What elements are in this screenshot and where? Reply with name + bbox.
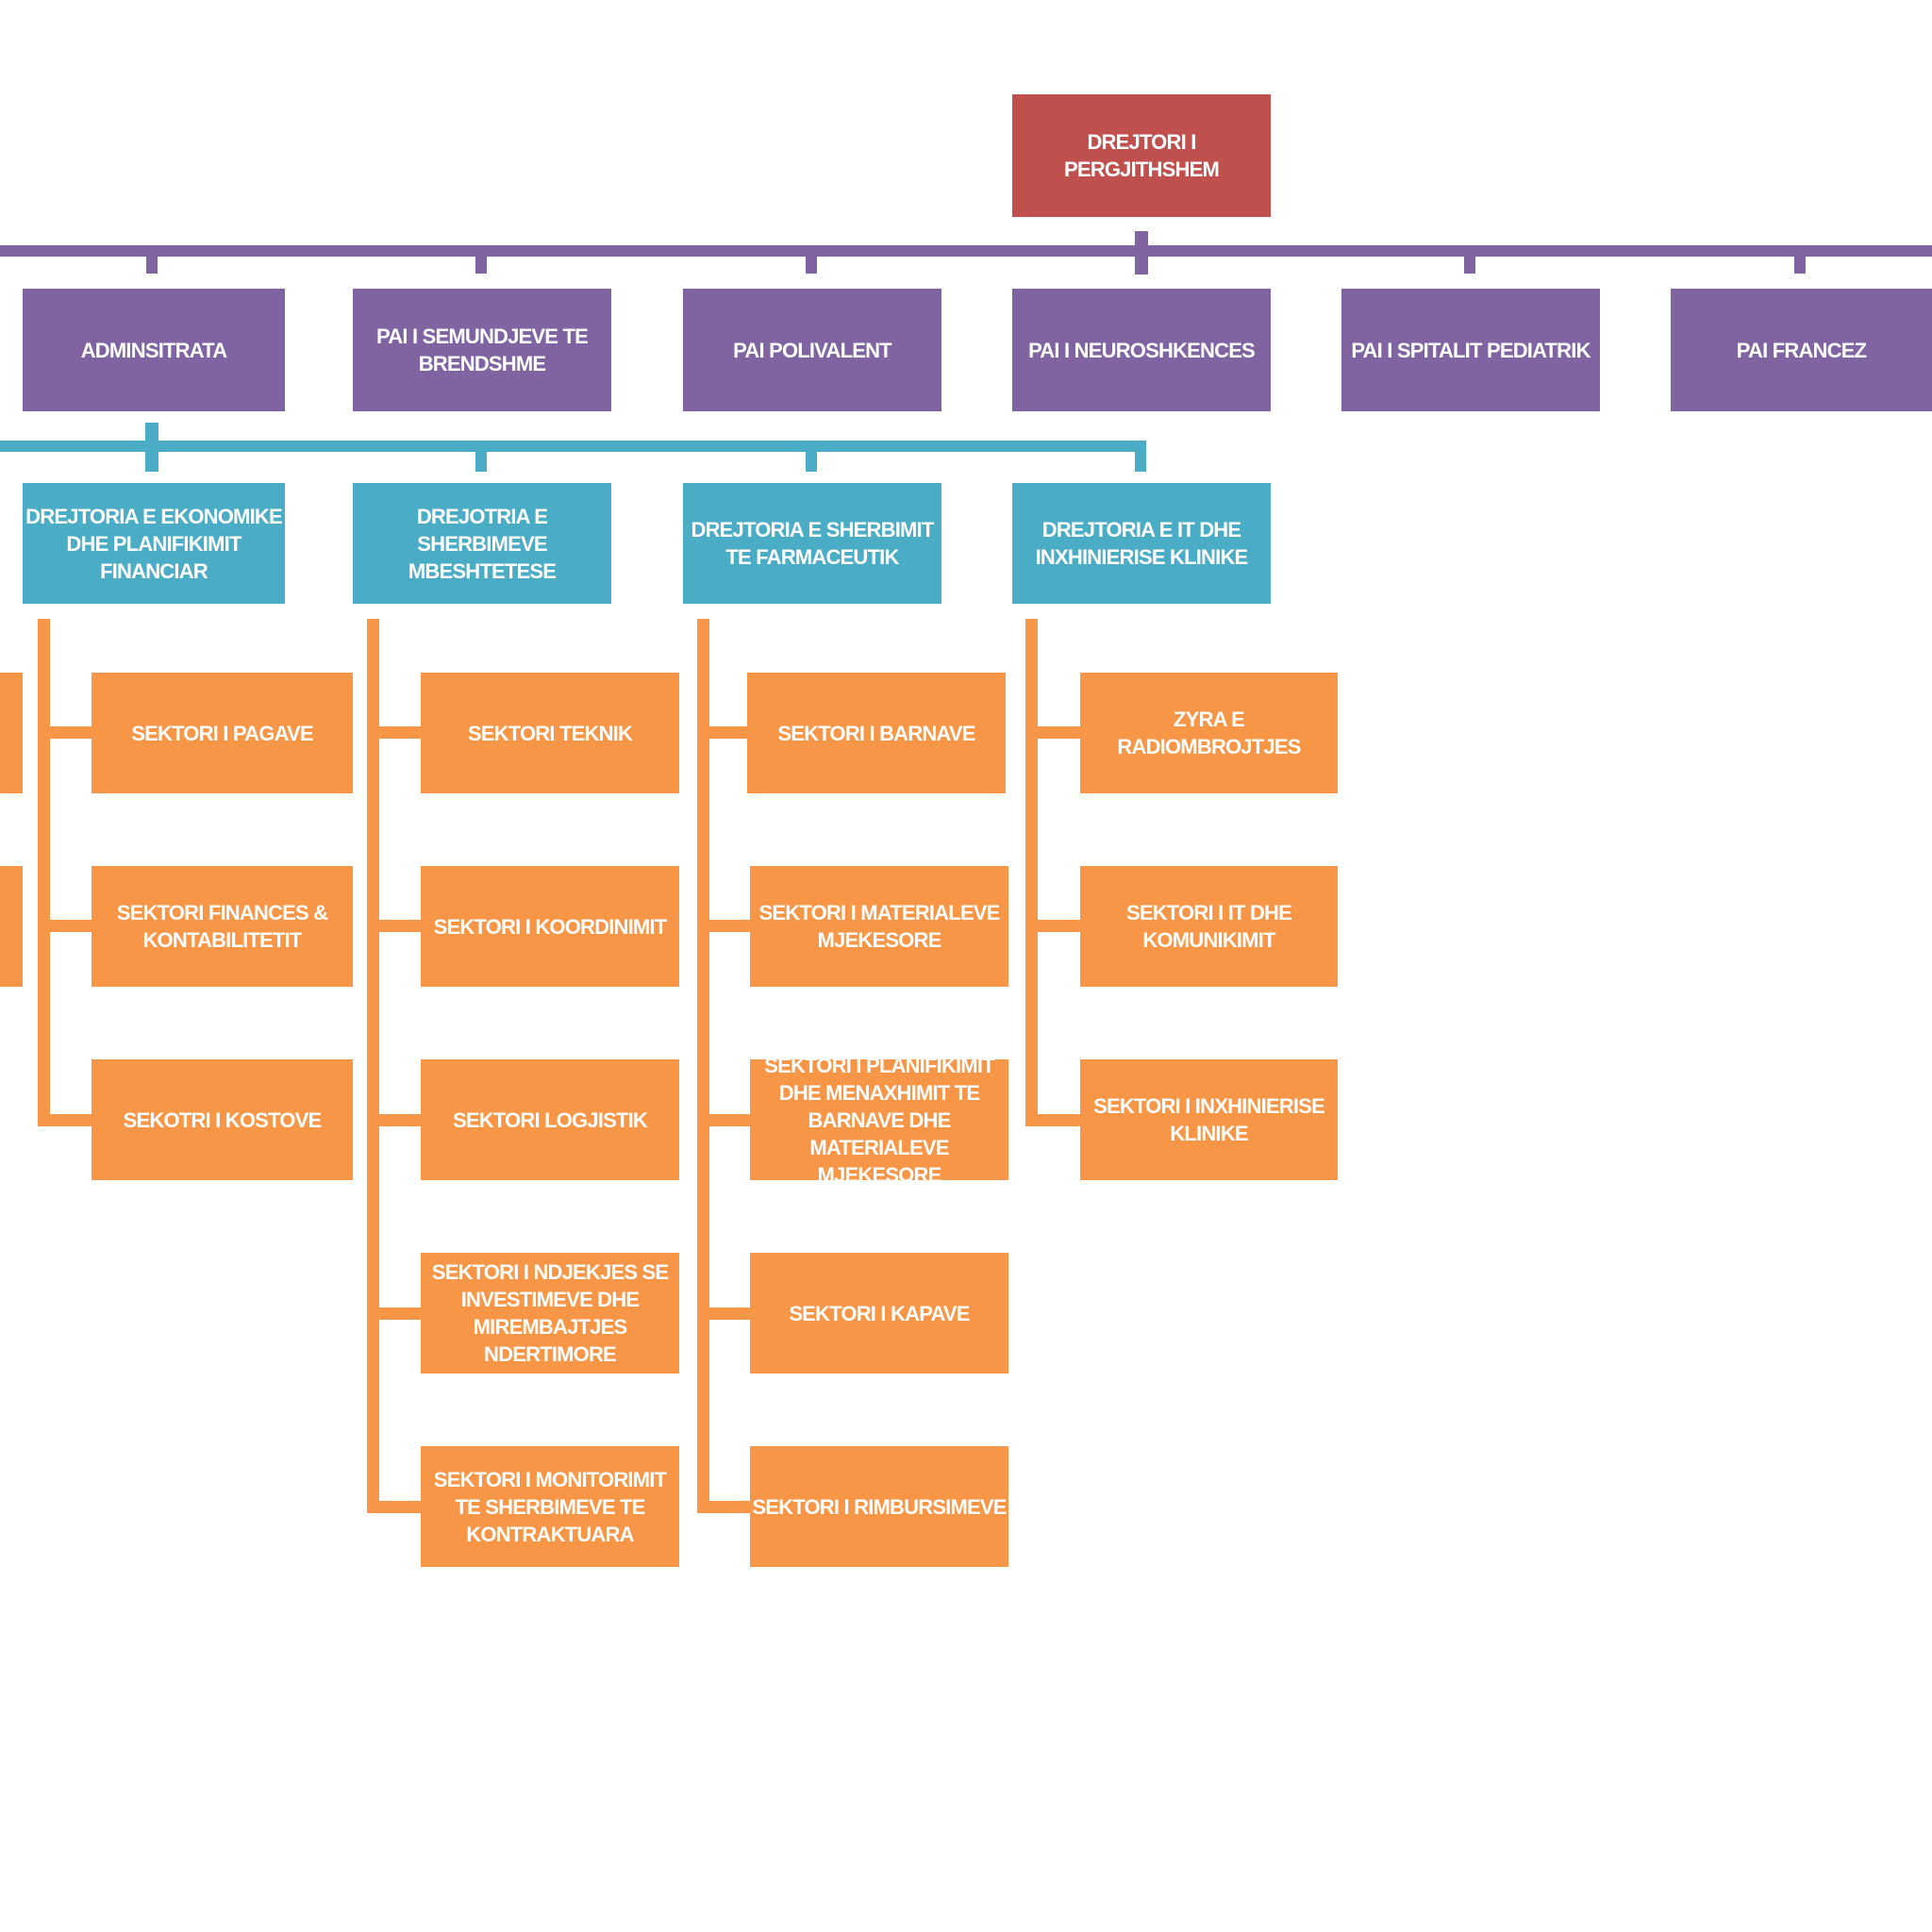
connector-pha-5 (697, 1501, 754, 1513)
node-label: DREJOTRIA E SHERBIMEVE MBESHTETESE (408, 504, 557, 583)
node-sector-drugs: SEKTORI I BARNAVE (747, 673, 1006, 793)
node-sector-finance-accounting: SEKTORI FINANCES & KONTABILITETIT (92, 866, 353, 987)
connector-l2-4 (1135, 441, 1146, 472)
connector-it-spine (1025, 619, 1038, 1126)
node-label: DREJTORIA E EKONOMIKE DHE PLANIFIKIMIT F… (25, 504, 282, 583)
node-sector-kapave: SEKTORI I KAPAVE (750, 1253, 1008, 1374)
node-level1-french: PAI FRANCEZ (1671, 289, 1932, 411)
node-label: SEKOTRI I KOSTOVE (123, 1108, 323, 1132)
connector-sup-2 (367, 920, 422, 932)
connector-sup-5 (367, 1501, 422, 1513)
node-label: SEKTORI LOGJISTIK (452, 1108, 648, 1132)
node-label: SEKTORI I KAPAVE (789, 1301, 970, 1325)
node-label: PAI POLIVALENT (733, 338, 891, 362)
node-level2-support: DREJOTRIA E SHERBIMEVE MBESHTETESE (353, 483, 611, 604)
connector-it-1 (1025, 726, 1082, 739)
connector-level1-bar (0, 245, 1932, 257)
node-sector-planning-management: SEKTORI I PLANIFIKIMIT DHE MENAXHIMIT TE… (750, 1059, 1008, 1180)
connector-sup-4 (367, 1307, 422, 1320)
node-level2-economic: DREJTORIA E EKONOMIKE DHE PLANIFIKIMIT F… (23, 483, 285, 604)
node-level1-neuroscience: PAI I NEUROSHKENCES (1012, 289, 1271, 411)
connector-sup-1 (367, 726, 422, 739)
node-level1-polyvalent: PAI POLIVALENT (683, 289, 941, 411)
node-label: SEKTORI TEKNIK (467, 721, 633, 745)
node-level2-it-engineering: DREJTORIA E IT DHE INXHINIERISE KLINIKE (1012, 483, 1271, 604)
node-label: SEKTORI I MATERIALEVE MJEKESORE (758, 901, 1001, 952)
connector-l1-2 (475, 251, 487, 274)
connector-pha-2 (697, 920, 754, 932)
node-label: SEKTORI I PLANIFIKIMIT DHE MENAXHIMIT TE… (764, 1059, 994, 1180)
connector-pha-4 (697, 1307, 754, 1320)
node-level1-administration: ADMINSITRATA (23, 289, 285, 411)
node-label: SEKTORI I MONITORIMIT TE SHERBIMEVE TE K… (433, 1467, 667, 1546)
connector-l1-1 (146, 251, 158, 274)
node-sector-costs: SEKOTRI I KOSTOVE (92, 1059, 353, 1180)
node-label: PAI I SPITALIT PEDIATRIK (1351, 338, 1591, 362)
connector-pha-spine (697, 619, 709, 1513)
connector-level2-bar (0, 441, 1146, 452)
connector-l1-5 (1464, 251, 1475, 274)
node-label: PAI I SEMUNDJEVE TE BRENDSHME (376, 325, 589, 375)
node-level1-pediatric: PAI I SPITALIT PEDIATRIK (1341, 289, 1600, 411)
connector-l1-3 (806, 251, 817, 274)
node-sector-reimbursements: SEKTORI I RIMBURSIMEVE (750, 1446, 1008, 1567)
connector-it-3 (1025, 1114, 1082, 1126)
node-label: SEKTORI FINANCES & KONTABILITETIT (116, 901, 328, 952)
node-sector-it-communication: SEKTORI I IT DHE KOMUNIKIMIT (1080, 866, 1338, 987)
connector-it-2 (1025, 920, 1082, 932)
node-sector-investments: SEKTORI I NDJEKJES SE INVESTIMEVE DHE MI… (421, 1253, 679, 1374)
node-label: SEKTORI I IT DHE KOMUNIKIMIT (1125, 901, 1292, 952)
node-label: SEKTORI I RIMBURSIMEVE (752, 1494, 1007, 1519)
node-label: SEKTORI I NDJEKJES SE INVESTIMEVE DHE MI… (431, 1260, 669, 1366)
node-level2-pharmaceutical: DREJTORIA E SHERBIMIT TE FARMACEUTIK (683, 483, 941, 604)
node-label: PAI I NEUROSHKENCES (1028, 338, 1256, 362)
node-label: SEKTORI I BARNAVE (777, 721, 975, 745)
node-sector-clinical-engineering: SEKTORI I INXHINIERISE KLINIKE (1080, 1059, 1338, 1180)
connector-admin-down (145, 423, 158, 472)
node-sector-radioprotection: ZYRA E RADIOMBROJTJES (1080, 673, 1338, 793)
node-general-director: DREJTORI I PERGJITHSHEM (1012, 94, 1271, 217)
connector-pha-1 (697, 726, 754, 739)
node-sector-medical-materials: SEKTORI I MATERIALEVE MJEKESORE (750, 866, 1008, 987)
node-label: DREJTORIA E SHERBIMIT TE FARMACEUTIK (691, 518, 934, 569)
node-level1-internal-diseases: PAI I SEMUNDJEVE TE BRENDSHME (353, 289, 611, 411)
connector-sup-3 (367, 1114, 422, 1126)
node-sector-left-partial-1 (0, 673, 23, 793)
node-sector-contract-monitoring: SEKTORI I MONITORIMIT TE SHERBIMEVE TE K… (421, 1446, 679, 1567)
connector-eco-1 (38, 726, 92, 739)
node-sector-left-partial-2 (0, 866, 23, 987)
connector-eco-3 (38, 1114, 92, 1126)
node-sector-logistics: SEKTORI LOGJISTIK (421, 1059, 679, 1180)
node-label: PAI FRANCEZ (1736, 338, 1867, 362)
node-sector-salaries: SEKTORI I PAGAVE (92, 673, 353, 793)
node-label: DREJTORIA E IT DHE INXHINIERISE KLINIKE (1035, 518, 1249, 569)
node-sector-technical: SEKTORI TEKNIK (421, 673, 679, 793)
node-label: SEKTORI I KOORDINIMIT (433, 914, 668, 939)
connector-l1-6 (1794, 251, 1806, 274)
connector-pha-3 (697, 1114, 754, 1126)
node-sector-coordination: SEKTORI I KOORDINIMIT (421, 866, 679, 987)
connector-l2-3 (806, 445, 817, 472)
node-label: SEKTORI I PAGAVE (131, 721, 313, 745)
connector-eco-spine (38, 619, 50, 1126)
node-label: DREJTORI I PERGJITHSHEM (1064, 130, 1220, 181)
connector-eco-2 (38, 920, 92, 932)
node-label: ZYRA E RADIOMBROJTJES (1117, 708, 1301, 758)
node-label: ADMINSITRATA (80, 338, 227, 362)
connector-l2-2 (475, 445, 487, 472)
connector-sup-spine (367, 619, 379, 1513)
node-label: SEKTORI I INXHINIERISE KLINIKE (1093, 1094, 1325, 1145)
